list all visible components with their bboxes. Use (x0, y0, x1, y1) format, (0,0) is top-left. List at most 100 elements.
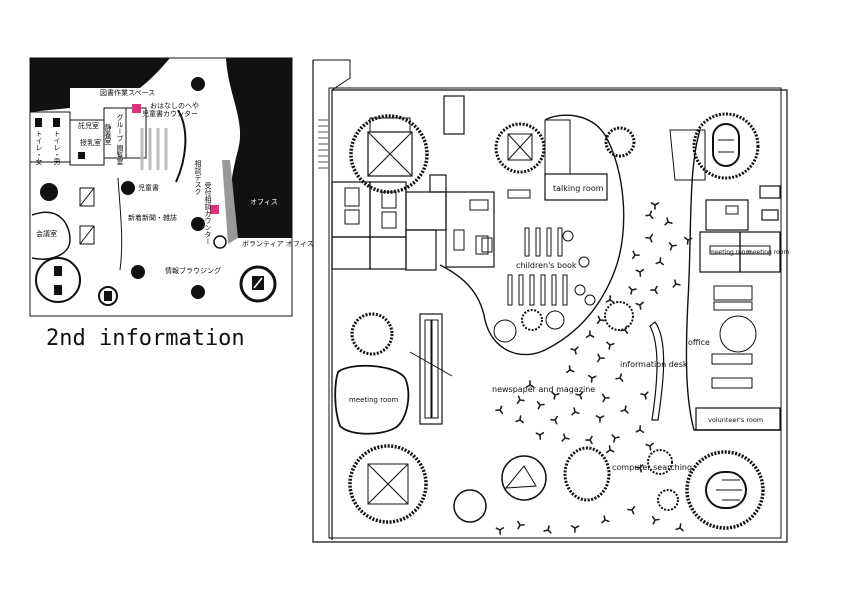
chair-icon (614, 373, 624, 383)
chair-icon (598, 515, 610, 527)
mini-map-curve (175, 109, 187, 183)
round-stair-topright (692, 112, 760, 180)
label-childrens-book: children's book (516, 261, 577, 270)
chair-icon (594, 353, 605, 365)
chair-icon (585, 372, 597, 383)
chair-icon (568, 407, 580, 419)
toilet-male-icon (53, 118, 60, 127)
mini-map-reception-marker (210, 205, 219, 214)
chair-icon (650, 202, 660, 210)
chair-icon (665, 239, 677, 251)
label-meeting-room-a: meeting room (709, 249, 751, 256)
mini-label-consult: 相談デスク (194, 159, 202, 195)
label-meeting-room-left: meeting room (349, 396, 399, 404)
mini-label-storytime: おはなしのへや (150, 102, 199, 110)
nursing-icon (78, 152, 85, 159)
toilet-female-icon (35, 118, 42, 127)
chair-icon (661, 217, 673, 229)
mini-map-workspace-block (96, 58, 170, 88)
chair-icon (626, 505, 636, 515)
mini-map-counter-marker (132, 104, 141, 113)
mini-map-pillars (40, 77, 205, 299)
chair-icon (594, 314, 605, 325)
mini-label-nursing: 授乳室 (80, 138, 101, 147)
chair-icon (626, 286, 637, 296)
round-table-left (350, 312, 394, 356)
chair-icon (644, 210, 654, 220)
mini-map: 図書作業スペース おはなしのへや 児童書カウンター 託児室 授乳室 静養室 グル… (29, 57, 314, 317)
chair-icon (609, 434, 620, 444)
round-table-c (647, 449, 673, 475)
chair-icon (543, 525, 555, 537)
inner-wall (328, 87, 782, 539)
chair-icon (585, 330, 596, 341)
meeting-room-left (334, 364, 410, 435)
children-shelves (507, 227, 568, 306)
chair-icon (606, 339, 616, 350)
label-information-desk: information desk (620, 360, 688, 369)
chair-icon (635, 266, 647, 277)
mini-label-new-papers: 新着新聞・雑誌 (128, 213, 177, 222)
elevator-children (494, 122, 546, 174)
office-rooms (695, 185, 781, 431)
entry-steps (318, 119, 328, 169)
chair-icon (549, 415, 559, 425)
chair-icon (655, 256, 665, 266)
chair-icon (605, 444, 615, 454)
mini-label-children-books: 児童書 (138, 183, 159, 192)
chair-icon (634, 299, 644, 310)
chair-icon (672, 279, 682, 290)
chair-icon (595, 415, 605, 423)
round-desk-a-inner (504, 465, 537, 489)
children-tables (481, 189, 596, 343)
outer-wall (312, 60, 788, 543)
mini-map-hatch-band (222, 160, 238, 244)
service-fixtures (344, 187, 489, 255)
mini-map-office-area (226, 58, 292, 238)
round-table-f (604, 301, 634, 331)
label-talking-room: talking room (553, 184, 604, 193)
chair-icon (650, 285, 661, 297)
talking-room-box (544, 173, 608, 201)
mini-label-toilet-m: トイレ・男 (53, 130, 61, 166)
mini-label-workspace: 図書作業スペース (100, 88, 155, 97)
chair-icon (629, 250, 640, 262)
chair-icon (565, 364, 575, 374)
round-desk-a (501, 455, 547, 501)
talking-room-corridor (544, 119, 571, 174)
label-meeting-room-b: meeting room (747, 249, 789, 256)
chair-icon (634, 425, 645, 436)
office-desks (709, 205, 771, 389)
mini-label-group: グループ 閲覧室 (116, 113, 124, 165)
round-stair-topleft (349, 114, 429, 194)
escalator (409, 313, 453, 425)
label-computer-searching: computer searching (612, 463, 692, 472)
chair-icon (640, 391, 651, 401)
chair-icon (585, 435, 596, 447)
chair-icon (620, 405, 632, 417)
entry-wall (313, 59, 351, 91)
round-table-top (604, 126, 636, 158)
main-floor-plan: talking room children's book (312, 59, 789, 543)
chair-icon (495, 524, 507, 535)
round-stair-bottomleft (348, 444, 428, 524)
mini-label-children-counter: 児童書カウンター (142, 109, 198, 118)
mini-map-icons (35, 118, 85, 159)
label-volunteers-room: volunteer's room (708, 416, 763, 424)
chair-icon (570, 346, 581, 356)
information-desk-counter (649, 321, 665, 421)
chair-icon (535, 429, 547, 440)
chair-icon (561, 433, 571, 444)
chair-icon (515, 414, 525, 424)
label-office: office (688, 338, 710, 347)
chair-icon (533, 398, 545, 410)
chair-icon (602, 393, 610, 403)
mini-map-meeting-room (31, 211, 71, 260)
mini-map-round-icons (35, 235, 277, 306)
chair-icon (644, 233, 654, 243)
chair-icon (517, 520, 525, 530)
mini-map-shelves (140, 128, 168, 170)
round-table-e (521, 309, 543, 331)
chair-icon (675, 522, 685, 532)
